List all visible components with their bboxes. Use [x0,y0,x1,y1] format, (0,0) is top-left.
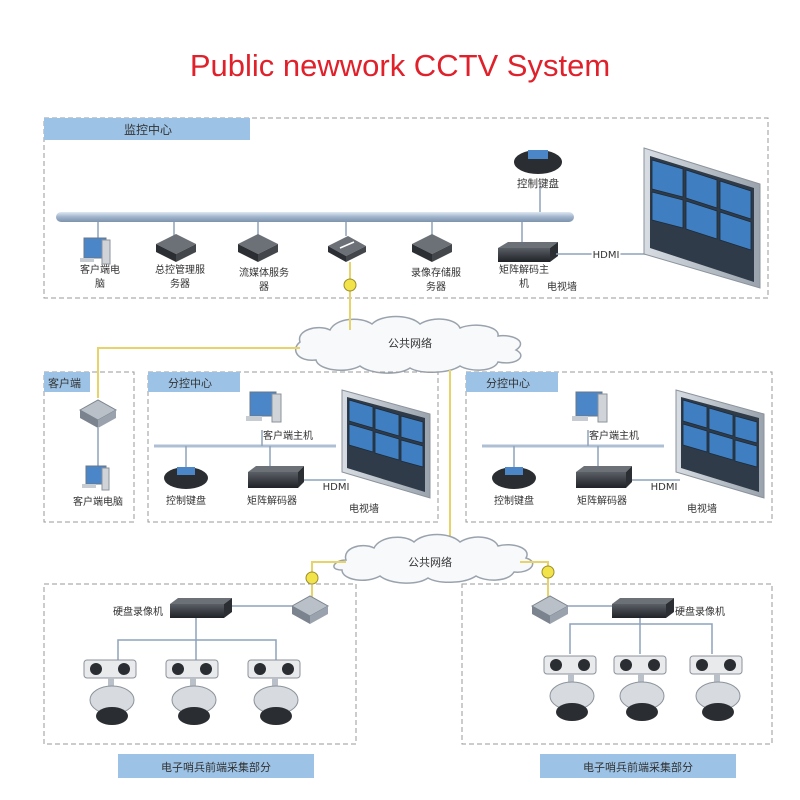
streaming-server-icon [238,234,278,262]
network-label-1: 公共网络 [388,336,432,350]
monitor-center-label-bg [44,118,250,140]
front-end-1-caption: 电子哨兵前端采集部分 [161,760,271,774]
monitor-center-frame [43,117,769,299]
sub-center-2-host-label: 客户端主机 [589,429,639,442]
front-end-1-frame [43,583,357,745]
device-label-2: 流媒体服务 [239,266,289,279]
sub-center-2-label: 分控中心 [486,376,530,390]
network-links-bottom [311,561,549,600]
sub-center-1-frame [147,371,439,523]
sub-center-2-hdmi: HDMI [651,482,678,493]
sub-center-2-decoder-icon [576,466,632,488]
network-links-top [97,262,451,546]
sub-center-1-hdmi: HDMI [323,482,350,493]
device-label-4: 录像存储服 [411,266,461,279]
master-server-icon [156,234,196,262]
public-network-cloud-1 [295,315,522,374]
front-end-1-links [117,605,292,660]
client-area-label: 客户端 [48,376,81,390]
sub-center-1-decoder-icon [248,466,304,488]
front-end-1-recorder-label: 硬盘录像机 [113,605,163,618]
front-end-2-caption-bg [540,754,736,778]
client-area-label-bg [44,372,90,392]
sub-center-1-label: 分控中心 [168,376,212,390]
network-switch-icon [328,236,366,262]
sub-center-2-keyboard-icon [492,467,536,489]
device-label2-4: 务器 [426,280,446,293]
device-label2-5: 机 [519,277,529,290]
client-pc-label: 客户端电脑 [73,495,123,508]
front-end-1-camera-2 [165,659,219,725]
client-pc-icon [80,237,111,265]
front-end-1-camera-3 [247,659,301,725]
front-end-1-caption-bg [118,754,314,778]
front-end-1-dvr-icon [170,598,232,618]
device-label2-1: 务器 [170,277,190,290]
matrix-decoder-host-icon [498,242,558,262]
front-end-2-frame [461,583,773,745]
front-end-1-switch-icon [290,595,330,624]
sub-center-1-keyboard-icon [164,467,208,489]
sub-center-2-wall-label: 电视墙 [687,502,717,515]
sub-center-1-video-wall [341,389,431,499]
front-end-2-camera-2 [613,655,667,721]
front-end-2-recorder-label: 硬盘录像机 [675,605,725,618]
front-end-1-camera-1 [83,659,137,725]
device-label2-0: 脑 [95,277,105,290]
diagram-title: Public newwork CCTV System [189,48,611,83]
sub-center-2-frame [465,371,773,523]
device-label-1: 总控管理服 [155,263,205,276]
device-label-0: 客户端电 [80,263,120,276]
monitor-bus [56,212,574,222]
hdmi-label: HDMI [593,250,620,261]
front-end-2-links [568,605,713,654]
network-label-2: 公共网络 [408,555,452,569]
sub-center-2-keyboard-label: 控制键盘 [494,494,534,507]
sub-center-2-decoder-label: 矩阵解码器 [577,494,627,507]
sub-center-1-keyboard-label: 控制键盘 [166,494,206,507]
control-keyboard-label: 控制键盘 [517,177,559,190]
monitor-center-label: 监控中心 [124,122,172,137]
public-network-cloud-2 [333,533,534,584]
sub-center-2-host-icon [572,391,608,423]
video-wall-main [643,147,761,289]
device-label2-2: 器 [259,281,269,293]
link-node-icon-2 [305,571,319,585]
control-keyboard-icon [514,150,562,174]
front-end-2-dvr-icon [612,598,674,618]
front-end-2-camera-1 [543,655,597,721]
front-end-2-caption: 电子哨兵前端采集部分 [583,760,693,774]
client-pc-2-icon [82,465,110,491]
sub-center-1-wall-label: 电视墙 [349,502,379,515]
client-switch-icon [78,399,118,428]
sub-center-2-video-wall [675,389,765,499]
device-label-5: 矩阵解码主 [499,263,549,276]
front-end-2-camera-3 [689,655,743,721]
front-end-2-switch-icon [530,595,570,624]
sub-center-1-host-icon [246,391,282,423]
link-node-icon [343,278,357,292]
video-wall-label: 电视墙 [547,280,577,293]
sub-center-1-host-label: 客户端主机 [263,429,313,442]
sub-center-2-label-bg [466,372,558,392]
sub-center-1-label-bg [148,372,240,392]
sub-center-1-decoder-label: 矩阵解码器 [247,494,297,507]
storage-server-icon [412,234,452,262]
link-node-icon-3 [541,565,555,579]
